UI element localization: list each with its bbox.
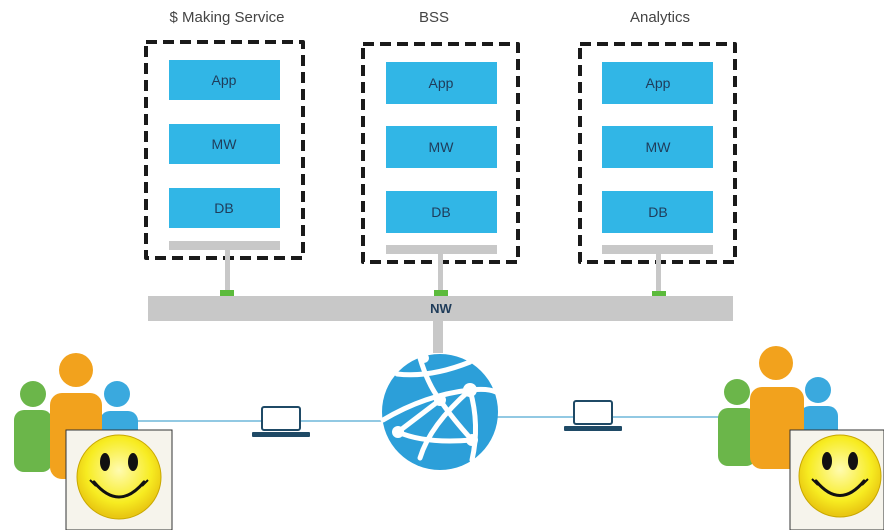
layer-label: MW <box>646 139 672 155</box>
layer-label: MW <box>429 139 455 155</box>
layer-label: DB <box>648 204 667 220</box>
stack-title: Analytics <box>630 9 690 26</box>
stack-bss: BSS App MW DB <box>361 9 520 302</box>
host-bar <box>169 241 280 250</box>
database-layer[interactable] <box>169 188 280 228</box>
host-bar <box>602 245 713 254</box>
middleware-layer[interactable] <box>169 124 280 164</box>
layer-label: MW <box>212 136 238 152</box>
database-layer[interactable] <box>602 191 713 233</box>
network-uplink <box>433 321 443 353</box>
connector-line <box>225 250 230 292</box>
laptop-icon <box>564 400 622 431</box>
connector-line <box>438 254 443 294</box>
app-layer[interactable] <box>602 62 713 104</box>
stack-analytics: Analytics App MW DB <box>578 9 737 303</box>
host-bar <box>386 245 497 254</box>
middleware-layer[interactable] <box>602 126 713 168</box>
layer-label: DB <box>214 200 233 216</box>
globe-icon <box>380 353 499 470</box>
database-layer[interactable] <box>386 191 497 233</box>
laptop-icon <box>252 406 310 437</box>
network-label: NW <box>430 301 452 316</box>
connector-line <box>656 254 661 294</box>
stack-title: $ Making Service <box>169 9 284 26</box>
layer-label: App <box>212 72 237 88</box>
smiley-face-icon <box>65 429 173 530</box>
layer-label: App <box>429 75 454 91</box>
network-bar: NW <box>148 296 733 353</box>
app-layer[interactable] <box>386 62 497 104</box>
service-boundary <box>144 40 305 260</box>
smiley-face-icon <box>789 429 884 530</box>
network-backbone <box>148 296 733 321</box>
layer-label: DB <box>431 204 450 220</box>
middleware-layer[interactable] <box>386 126 497 168</box>
stack-making-service: $ Making Service App MW DB <box>144 9 305 302</box>
stack-title: BSS <box>419 9 449 26</box>
app-layer[interactable] <box>169 60 280 100</box>
layer-label: App <box>646 75 671 91</box>
people-group-icon <box>14 353 138 479</box>
